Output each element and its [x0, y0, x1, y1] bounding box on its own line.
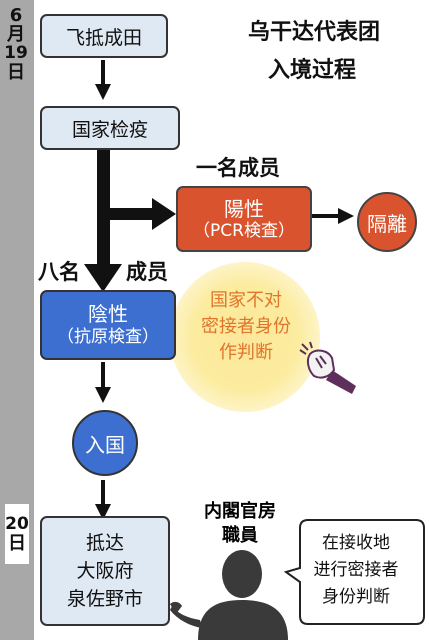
- page-subtitle: 入境过程: [268, 58, 357, 83]
- positive-title: 陽性: [224, 196, 264, 221]
- note-line-1: 国家不对: [210, 290, 282, 311]
- negative-box: 陰性 （抗原検査）: [40, 290, 176, 360]
- page-title: 乌干达代表团: [248, 20, 381, 45]
- isolation-circle: 隔離: [357, 192, 417, 252]
- entry-label: 入国: [85, 432, 125, 457]
- speech-bubble-text: 在接收地 进行密接者 身份判断: [295, 530, 417, 611]
- negative-subtitle: （抗原検査）: [57, 326, 159, 347]
- date-month-number: 6: [9, 5, 23, 26]
- date-day-number: 19: [4, 43, 28, 63]
- destination-line-1: 抵达: [85, 532, 124, 554]
- date-month-char: 月: [7, 24, 25, 45]
- note-line-3: 作判断: [219, 342, 273, 363]
- note-glow: [170, 262, 320, 412]
- negative-count-label-b: 成员: [126, 260, 168, 284]
- step-quarantine-label: 国家检疫: [71, 118, 148, 141]
- date2-number: 20: [5, 514, 29, 534]
- step-arrive-narita-label: 飞抵成田: [65, 26, 142, 49]
- speech-line-1: 在接收地: [322, 533, 390, 553]
- branch-line: [103, 208, 155, 220]
- negative-count-label-a: 八名: [38, 260, 80, 284]
- date2-char: 日: [8, 533, 26, 554]
- entry-circle: 入国: [72, 410, 138, 476]
- cabinet-label-line-2: 職員: [222, 525, 258, 546]
- speech-line-3: 身份判断: [322, 587, 390, 607]
- step-quarantine: 国家检疫: [40, 106, 180, 150]
- positive-box: 陽性 （PCR検査）: [176, 186, 312, 252]
- destination-box: 抵达 大阪府 泉佐野市: [40, 516, 170, 626]
- cabinet-label-line-1: 内閣官房: [204, 501, 276, 522]
- hand-stamp-icon: [299, 341, 356, 394]
- date-20: 20 日: [5, 504, 29, 564]
- positive-count-label: 一名成员: [196, 156, 280, 180]
- speech-bubble: [283, 519, 425, 625]
- positive-subtitle: （PCR検査）: [193, 220, 295, 241]
- cabinet-label: 内閣官房 職員: [188, 500, 292, 548]
- destination-line-3: 泉佐野市: [66, 588, 143, 610]
- negative-title: 陰性: [88, 301, 128, 326]
- trunk-arrowhead: [84, 264, 122, 292]
- official-silhouette-icon: [170, 550, 288, 640]
- destination-line-2: 大阪府: [76, 560, 134, 582]
- note-line-2: 密接者身份: [201, 316, 291, 337]
- date-day-char: 日: [7, 62, 25, 83]
- step-arrive-narita: 飞抵成田: [40, 14, 168, 58]
- speech-line-2: 进行密接者: [313, 560, 399, 580]
- branch-arrowhead: [152, 198, 176, 230]
- note-glow-text: 国家不对 密接者身份 作判断: [186, 288, 306, 366]
- date-june-19: 6 月 19 日: [3, 6, 29, 82]
- isolation-label: 隔離: [367, 211, 407, 236]
